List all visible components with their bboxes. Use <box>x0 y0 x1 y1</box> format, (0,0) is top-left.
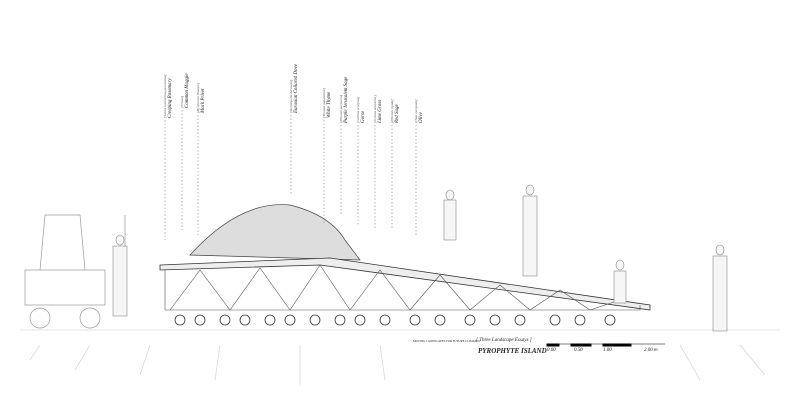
forklift <box>24 214 126 329</box>
common-name: White Thyme <box>327 91 332 118</box>
common-name: Lime Grass <box>378 99 383 123</box>
common-name: Mock Privet <box>201 88 206 113</box>
people <box>112 184 728 332</box>
common-name: Purple Jerusalem Sage <box>344 76 349 123</box>
plant-label: [Olea europaea]Olive <box>413 100 425 124</box>
ramp <box>159 257 651 311</box>
plant-label: [Genista scorpius]Gorse <box>355 97 367 123</box>
scale-tick: 2.00 m <box>644 348 658 353</box>
plant-label: [Thymus mastichina]White Thyme <box>321 88 333 118</box>
common-name: Gorse <box>361 110 366 123</box>
scale-bar <box>546 343 665 347</box>
plant-label: [Leymus arenarius]Lime Grass <box>372 95 384 123</box>
scale-tick: 1.00 <box>603 348 612 353</box>
common-name: Red Sage <box>395 104 400 123</box>
label-leaders <box>164 110 417 240</box>
subtitle: [ Three Landscape Essays ] <box>476 338 532 343</box>
scale-tick: 0.50 <box>574 348 583 353</box>
common-name: Common Maggie <box>185 73 190 108</box>
common-name: Eurasian Collared Dove <box>294 64 299 113</box>
drawing-title: PYROPHYTE ISLAND <box>478 347 547 355</box>
plant-label: [Phlomis rigida]Red Sage <box>389 99 401 123</box>
common-name: Olive <box>419 112 424 123</box>
series-title: MOVING LANDSCAPES FOR FUTURE CLIMATES <box>413 339 480 343</box>
mound <box>189 204 361 261</box>
truss <box>164 264 641 311</box>
plant-label: [Ferula]Common Maggie <box>179 73 191 108</box>
animal-label: [Streptopelia decaocto]Eurasian Collared… <box>288 64 300 113</box>
common-name: Creeping Rosemary <box>168 78 173 118</box>
scale-tick: 0.00 <box>547 348 556 353</box>
plant-label: [Salvia rosmarinus prostratus]Creeping R… <box>162 75 174 118</box>
wheels <box>174 314 616 326</box>
plant-label: [Myoporum insulare]Mock Privet <box>195 83 207 113</box>
plant-label: [Phlomis purpurea]Purple Jerusalem Sage <box>338 77 350 123</box>
ground-hatching <box>20 329 780 385</box>
